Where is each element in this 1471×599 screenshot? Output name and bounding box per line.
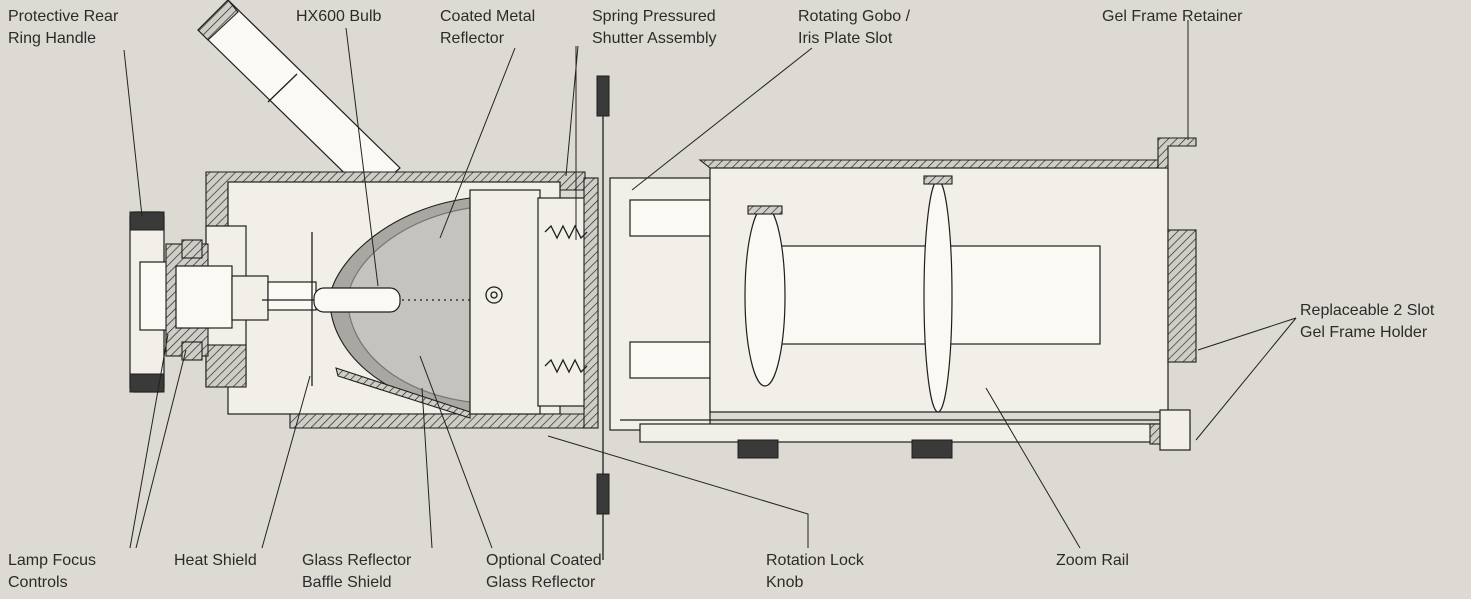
lamp-focus-control-assembly: [165, 239, 317, 361]
hx600-bulb-shape: [262, 287, 401, 313]
rear-ring-handle: [129, 211, 171, 393]
lamp-cap-tube: [197, 0, 401, 197]
lens-elements: [737, 175, 953, 459]
center-body: [469, 189, 541, 415]
label-lamp-focus-controls: Lamp Focus Controls: [8, 552, 97, 591]
coated-metal-reflector: [329, 197, 471, 419]
label-rotation-lock-knob: Rotation Lock Knob: [766, 552, 864, 591]
label-replaceable-gel-frame-holder: Replaceable 2 Slot Gel Frame Holder: [1300, 302, 1435, 341]
label-hx600-bulb: HX600 Bulb: [296, 8, 382, 25]
leader-lines: [123, 20, 1297, 549]
label-optional-coated-glass-reflector: Optional Coated Glass Reflector: [486, 552, 602, 591]
shutter-assembly: [537, 75, 610, 560]
label-spring-pressured-shutter-assembly: Spring Pressured Shutter Assembly: [592, 8, 717, 47]
gobo-slot-section: [609, 177, 711, 431]
label-rotating-gobo-iris-plate-slot: Rotating Gobo / Iris Plate Slot: [798, 8, 911, 47]
label-glass-reflector-baffle-shield: Glass Reflector Baffle Shield: [302, 552, 412, 591]
label-zoom-rail: Zoom Rail: [1056, 552, 1129, 569]
gel-frame-holder: [1157, 137, 1197, 451]
label-protective-rear-ring-handle: Protective Rear Ring Handle: [8, 8, 119, 47]
label-heat-shield: Heat Shield: [174, 552, 257, 569]
label-gel-frame-retainer: Gel Frame Retainer: [1102, 8, 1243, 25]
label-coated-metal-reflector: Coated Metal Reflector: [440, 8, 536, 47]
